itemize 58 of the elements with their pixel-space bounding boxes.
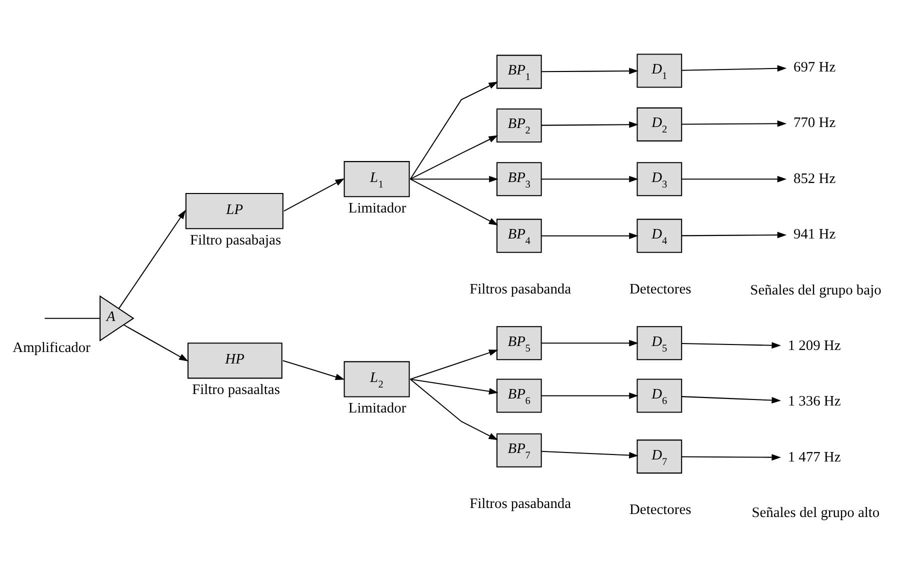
arrow <box>284 178 345 212</box>
node-box: D$_{6}$ <box>636 378 682 412</box>
node-label: Filtro pasaaltas <box>192 381 280 398</box>
node-box: BP$_{4}$ <box>496 218 542 252</box>
arrow <box>682 120 787 126</box>
arrow <box>410 378 498 440</box>
node-label: Filtro pasabajas <box>190 232 282 248</box>
arrow <box>124 324 188 361</box>
arrow <box>541 450 638 458</box>
arrow <box>541 232 638 239</box>
node-text: 1 336 Hz <box>788 393 841 410</box>
arrow <box>410 178 498 225</box>
node-text: 941 Hz <box>794 226 836 242</box>
arrow <box>541 175 638 182</box>
node-box: D$_{4}$ <box>636 218 682 252</box>
arrow <box>410 81 498 179</box>
node-text: 770 Hz <box>794 114 836 131</box>
node-text: 1 209 Hz <box>788 338 841 354</box>
node-box: BP$_{7}$ <box>496 432 542 467</box>
arrow <box>410 378 498 394</box>
node-box: BP$_{3}$ <box>496 162 542 196</box>
node-box: D$_{3}$ <box>636 162 682 196</box>
node-label: Limitador <box>348 200 406 216</box>
node-text: 852 Hz <box>794 170 836 186</box>
arrow <box>410 134 498 180</box>
arrow <box>282 360 345 380</box>
node-label: Amplificador <box>12 340 90 356</box>
label: Detectores <box>630 280 692 297</box>
arrow <box>410 175 498 182</box>
label: Detectores <box>630 502 692 518</box>
node-box: D$_{5}$ <box>636 326 682 360</box>
arrow <box>541 392 638 398</box>
connector <box>44 317 100 318</box>
label: Filtros pasabanda <box>470 495 572 512</box>
node-box: D$_{1}$ <box>636 53 682 88</box>
node-box: BP$_{6}$ <box>496 378 542 412</box>
node-box: D$_{7}$ <box>636 439 682 474</box>
arrow <box>682 64 787 72</box>
arrow <box>118 209 186 308</box>
node-box: BP$_{1}$ <box>496 54 542 88</box>
arrow <box>682 342 781 348</box>
arrow <box>541 67 638 74</box>
node-text: 1 477 Hz <box>788 448 841 465</box>
node-box: BP$_{5}$ <box>496 326 542 360</box>
arrow <box>541 339 638 346</box>
label: Filtros pasabanda <box>470 280 572 297</box>
label: Señales del grupo alto <box>752 504 880 521</box>
node-text: 697 Hz <box>794 59 836 76</box>
arrow <box>410 349 498 380</box>
arrow <box>682 231 787 238</box>
arrow <box>682 175 787 182</box>
node-label: Limitador <box>348 400 406 416</box>
arrow <box>682 396 782 403</box>
node-box: D$_{2}$ <box>636 106 682 141</box>
arrow <box>541 120 638 128</box>
label: Señales del grupo bajo <box>750 282 882 298</box>
arrow <box>682 454 781 460</box>
node-box: BP$_{2}$ <box>496 108 542 142</box>
